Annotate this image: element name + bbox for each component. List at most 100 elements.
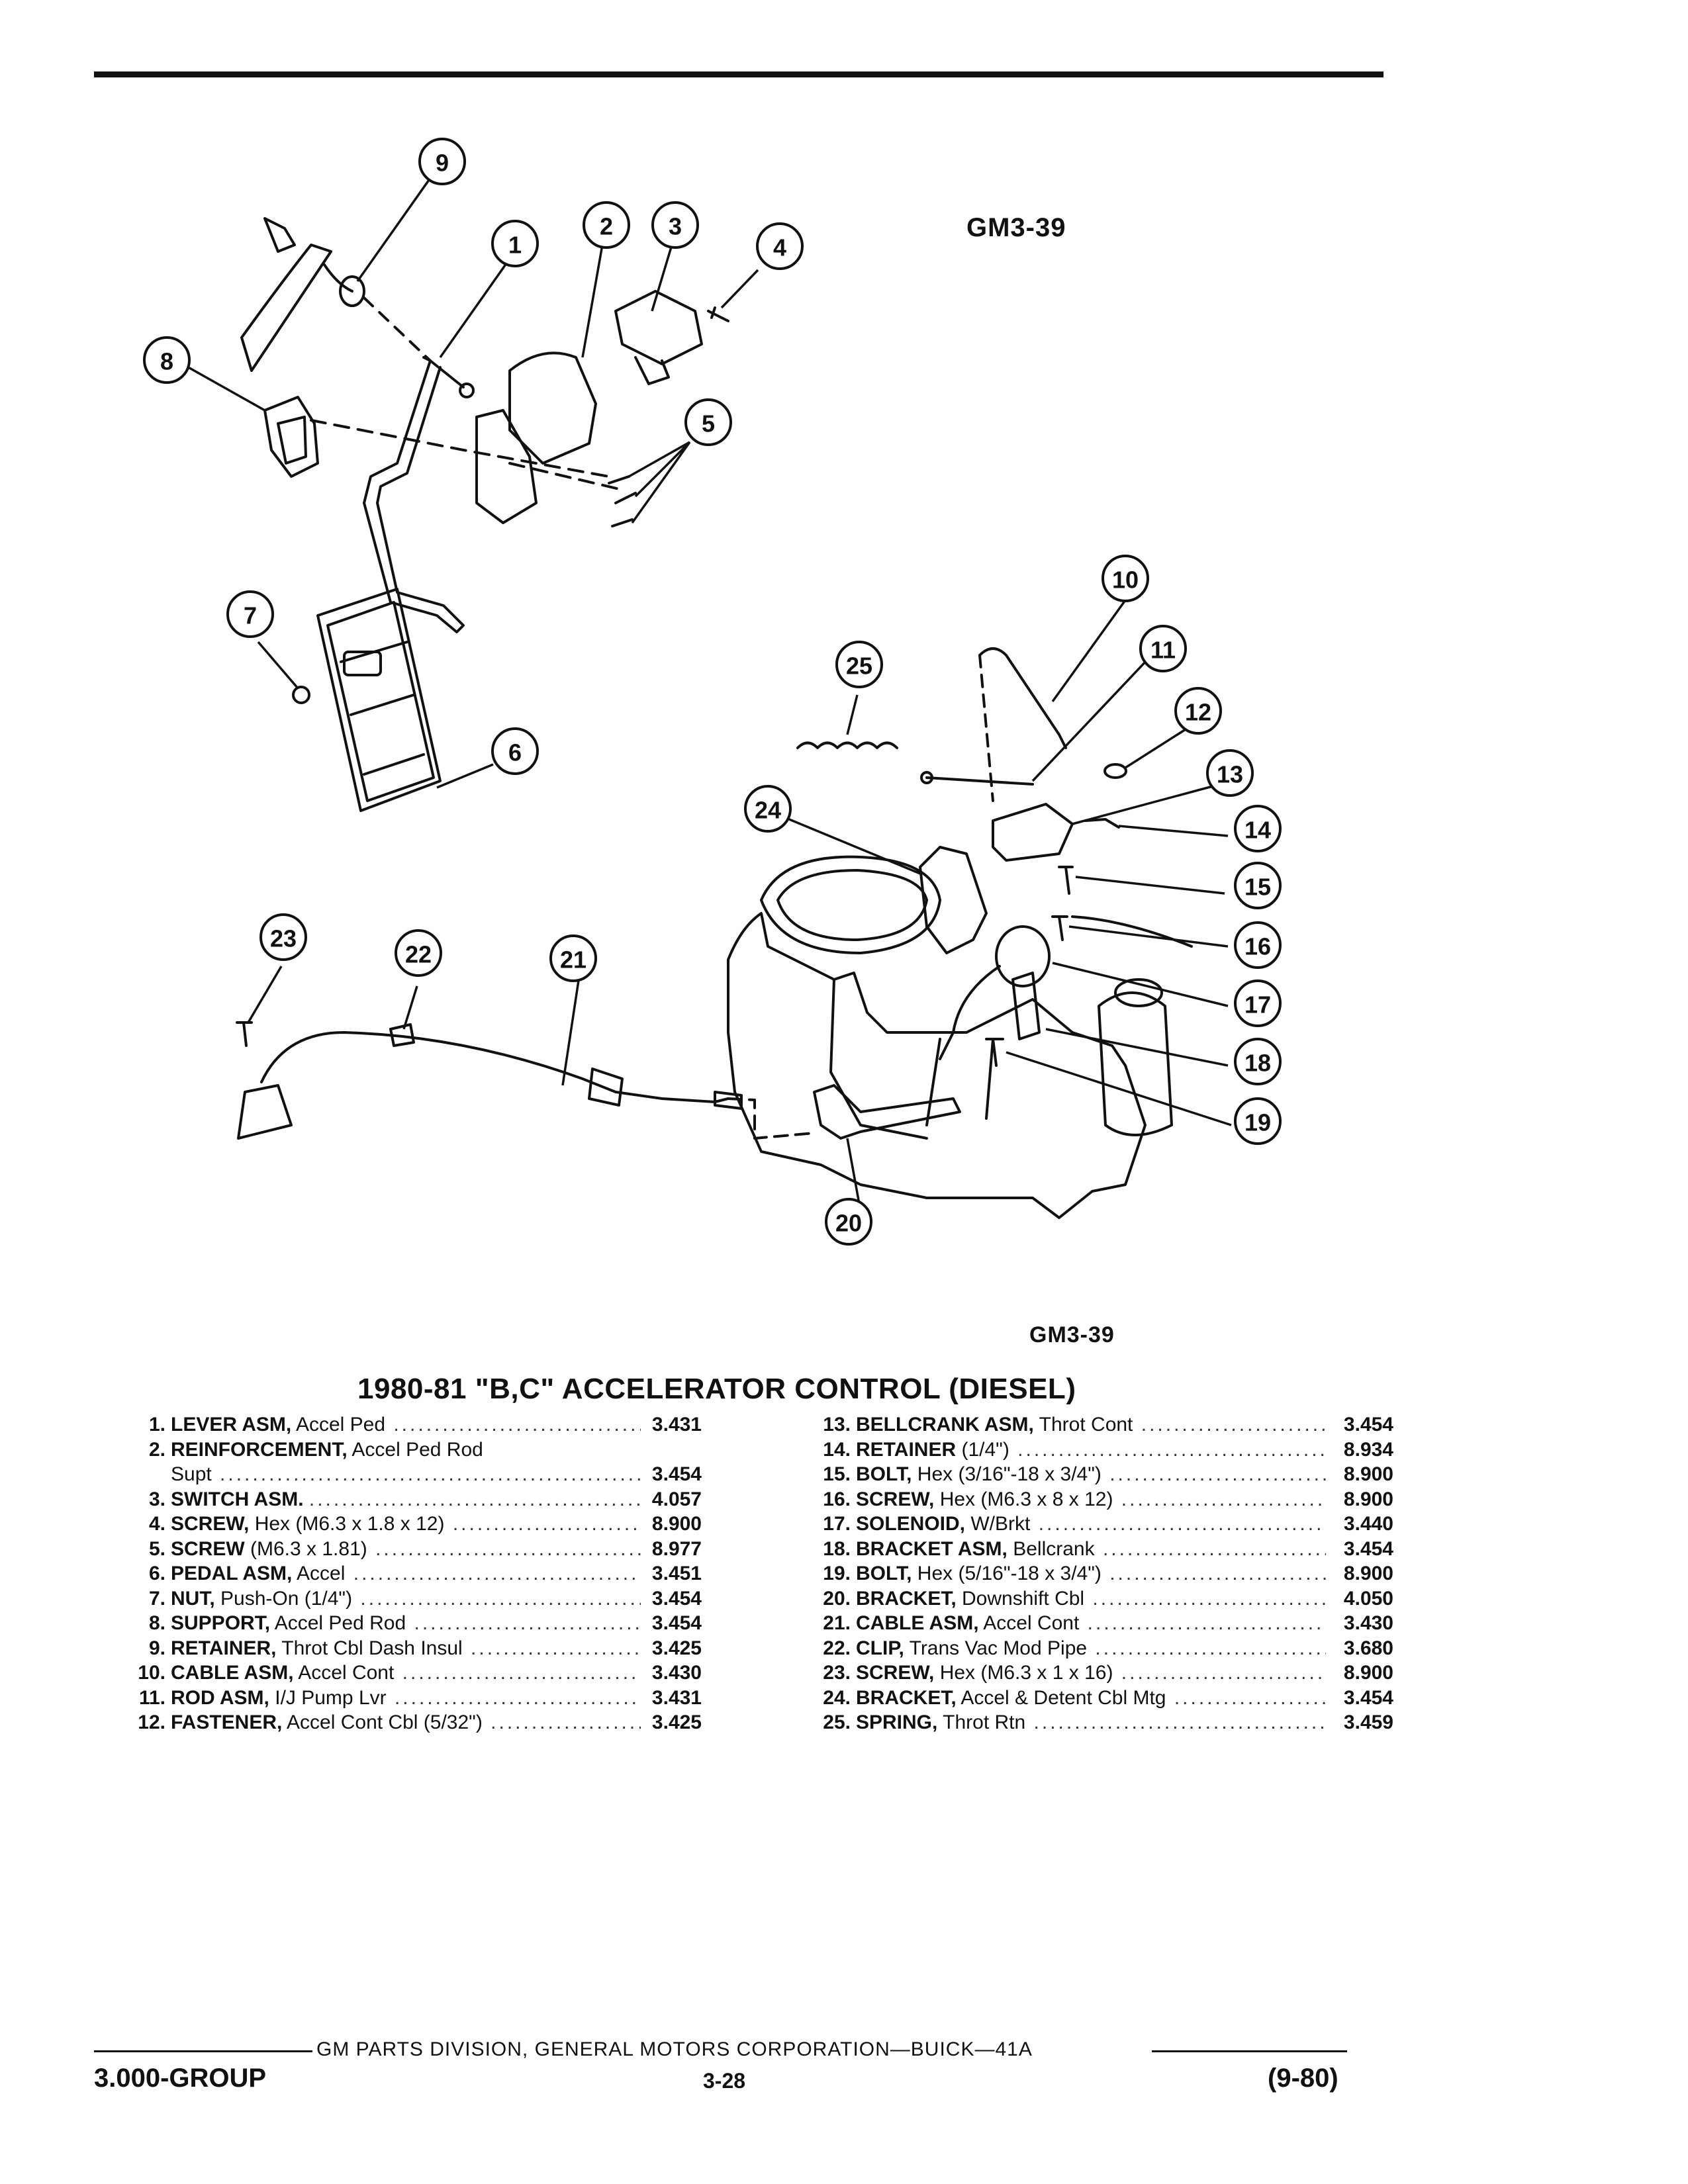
part-row: 14.RETAINER (1/4") .....................…: [758, 1437, 1393, 1463]
part-row: 25.SPRING, Throt Rtn ...................…: [758, 1710, 1393, 1735]
callout-circle-5: [684, 398, 732, 446]
part-detail: Hex (M6.3 x 1.8 x 12): [254, 1513, 445, 1535]
callout-circle-19: [1234, 1097, 1282, 1145]
callout-8: 8: [160, 348, 173, 375]
part-description: BOLT, Hex (3/16"-18 x 3/4") ............…: [856, 1462, 1326, 1487]
part-detail: (M6.3 x 1.81): [250, 1537, 367, 1560]
fastener-12: [1103, 763, 1127, 779]
engine-outline: [727, 912, 1147, 1219]
callout-7: 7: [244, 602, 257, 629]
reinforcement-plate: [475, 409, 538, 524]
part-row: 8.SUPPORT, Accel Ped Rod ...............…: [73, 1611, 708, 1636]
part-name: RETAINER,: [171, 1637, 277, 1659]
part-name: BELLCRANK ASM,: [856, 1414, 1034, 1435]
part-name: BRACKET ASM,: [856, 1537, 1008, 1560]
part-detail: Accel Ped Rod: [274, 1612, 406, 1634]
bracket-24: [919, 846, 988, 954]
pedal-rod-support: [263, 396, 319, 478]
part-name: BRACKET,: [856, 1587, 957, 1610]
part-description: ROD ASM, I/J Pump Lvr ..................…: [171, 1686, 641, 1711]
solenoid: [995, 925, 1051, 987]
parts-list-right: 13.BELLCRANK ASM, Throt Cont ...........…: [758, 1412, 1393, 1735]
part-detail: Hex (M6.3 x 8 x 12): [939, 1488, 1113, 1510]
part-code: 8.900: [1343, 1463, 1393, 1485]
part-number: 10.: [138, 1662, 165, 1684]
part-name: RETAINER: [856, 1438, 957, 1461]
leader-dots: ........................................…: [393, 1414, 641, 1435]
part-code: 3.454: [651, 1612, 702, 1634]
footer-date: (9-80): [1268, 2064, 1338, 2093]
part-description: SCREW, Hex (M6.3 x 1 x 16) .............…: [856, 1661, 1326, 1686]
part-name: SWITCH ASM.: [171, 1488, 304, 1510]
part-description: BRACKET ASM, Bellcrank .................…: [856, 1537, 1326, 1562]
part-description: PEDAL ASM, Accel .......................…: [171, 1561, 641, 1586]
callout-11: 11: [1150, 637, 1176, 664]
part-number: 11.: [138, 1686, 165, 1709]
leader-dots: ........................................…: [402, 1662, 641, 1684]
figure-label-bottom: GM3-39: [1029, 1322, 1115, 1347]
accel-cable-upper: [978, 647, 1067, 749]
push-on-nut: [292, 686, 310, 704]
leader-dots: ........................................…: [1121, 1488, 1326, 1510]
part-row: 19.BOLT, Hex (5/16"-18 x 3/4") .........…: [758, 1561, 1393, 1586]
part-row: 12.FASTENER, Accel Cont Cbl (5/32") ....…: [73, 1710, 708, 1735]
part-detail: Bellcrank: [1013, 1537, 1095, 1560]
part-code: 8.977: [651, 1537, 702, 1560]
callout-circle-22: [395, 929, 442, 977]
part-name: BOLT,: [856, 1463, 912, 1485]
callout-2: 2: [600, 213, 613, 240]
callout-circle-15: [1234, 862, 1282, 909]
exploded-diagram: 9 1 2 3 4 5 8 7 6 10 11 12 13 14 15 16 1…: [143, 138, 1282, 1246]
part-description: LEVER ASM, Accel Ped ...................…: [171, 1412, 641, 1437]
part-code: 3.425: [651, 1711, 702, 1733]
leader-dots: ........................................…: [452, 1513, 641, 1535]
footer-page-number: 3-28: [703, 2069, 746, 2093]
part-name: BOLT,: [856, 1563, 912, 1584]
dash-cable-end: [263, 217, 296, 253]
callout-15: 15: [1244, 874, 1271, 901]
alignment-line-3: [508, 462, 624, 491]
part-number: 15.: [823, 1463, 851, 1485]
alignment-line-1: [363, 296, 432, 362]
diagram-linework: [236, 217, 1193, 1219]
part-name: CABLE ASM,: [171, 1662, 294, 1684]
part-detail: Hex (3/16"-18 x 3/4"): [917, 1463, 1102, 1485]
dash-cable: [240, 244, 332, 372]
callout-circle-11: [1139, 625, 1187, 672]
part-description: SPRING, Throt Rtn ......................…: [856, 1710, 1326, 1735]
part-code: 4.057: [651, 1488, 702, 1510]
page-title: 1980-81 "B,C" ACCELERATOR CONTROL (DIESE…: [357, 1373, 1076, 1405]
part-name: CLIP,: [856, 1637, 904, 1659]
screws-5: [608, 475, 637, 527]
part-name: REINFORCEMENT,: [171, 1438, 348, 1461]
part-row: 18.BRACKET ASM, Bellcrank ..............…: [758, 1537, 1393, 1562]
callout-circle-10: [1102, 555, 1149, 602]
leader-dots: ........................................…: [1102, 1537, 1326, 1560]
part-name: SPRING,: [856, 1711, 938, 1733]
ij-pump-rod: [925, 776, 1034, 786]
part-code: 3.459: [1343, 1711, 1393, 1733]
callout-circle-24: [744, 785, 792, 833]
part-row: 3.SWITCH ASM. ..........................…: [73, 1487, 708, 1512]
part-name: SCREW,: [856, 1662, 935, 1684]
leader-dots: ........................................…: [394, 1686, 641, 1709]
part-row: 20.BRACKET, Downshift Cbl ..............…: [758, 1586, 1393, 1612]
callout-circle-14: [1234, 805, 1282, 852]
callout-12: 12: [1185, 699, 1211, 726]
part-number: 18.: [823, 1537, 851, 1560]
screw-16: [1051, 915, 1068, 941]
part-row: 10.CABLE ASM, Accel Cont ...............…: [73, 1661, 708, 1686]
part-description: Supt ...................................…: [171, 1462, 641, 1487]
part-number: 7.: [148, 1587, 165, 1610]
part-number: 16.: [823, 1488, 851, 1510]
part-name: SCREW,: [171, 1513, 250, 1535]
part-row: 4.SCREW, Hex (M6.3 x 1.8 x 12) .........…: [73, 1512, 708, 1537]
part-number: 8.: [148, 1612, 165, 1634]
part-detail: Accel Cont Cbl (5/32"): [287, 1711, 483, 1733]
part-row: 2.REINFORCEMENT, Accel Ped Rod: [73, 1437, 708, 1463]
part-row: 7.NUT, Push-On (1/4") ..................…: [73, 1586, 708, 1612]
callout-10: 10: [1112, 567, 1139, 594]
part-code: 3.680: [1343, 1637, 1393, 1659]
callout-5: 5: [702, 410, 715, 437]
callout-21: 21: [560, 946, 586, 974]
